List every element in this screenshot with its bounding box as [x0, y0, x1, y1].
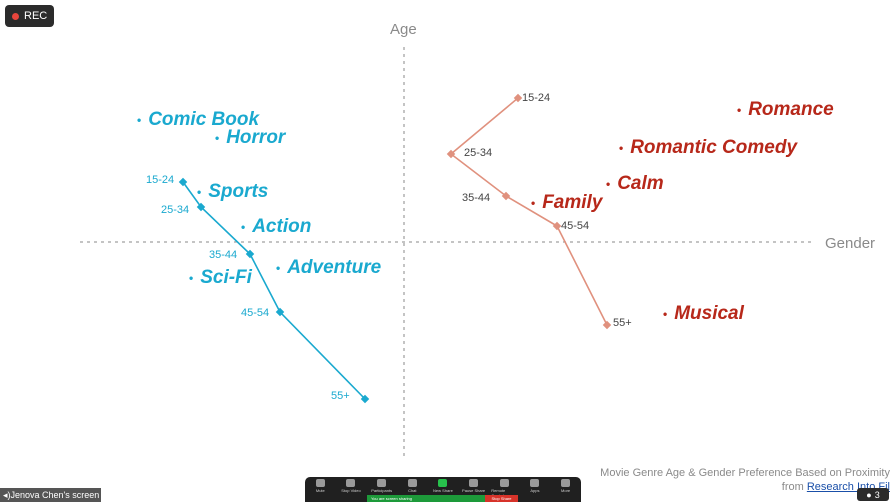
genre-sports: •Sports	[197, 181, 269, 202]
blue-age-point-45-54	[275, 307, 285, 317]
red-age-label-35-44: 35-44	[462, 192, 491, 204]
red-age-point-45-54	[552, 221, 562, 231]
apps-icon	[530, 479, 540, 487]
toolbar-new-share-button[interactable]: New Share	[430, 479, 456, 493]
toolbar-stop-video-button[interactable]: Stop Video	[338, 479, 364, 493]
figure-caption: Movie Genre Age & Gender Preference Base…	[600, 466, 890, 494]
remote-control-icon	[499, 479, 509, 487]
toolbar-chat-button[interactable]: Chat	[399, 479, 425, 493]
blue-age-label-35-44: 35-44	[209, 249, 238, 261]
share-screen-icon	[438, 479, 448, 487]
red-age-label-55-plus: 55+	[613, 317, 632, 329]
speaker-icon: ◂)	[3, 489, 11, 500]
screen-sharing-status: You are screen sharing	[367, 495, 485, 502]
record-dot-icon	[12, 12, 19, 20]
red-age-label-45-54: 45-54	[561, 220, 590, 232]
blue-age-point-25-34	[196, 202, 206, 212]
genre-calm: •Calm	[606, 173, 664, 194]
caption-from: from	[781, 481, 804, 493]
participants-count-badge[interactable]: ●3	[857, 488, 889, 501]
x-axis-label: Gender	[825, 235, 876, 252]
red-age-point-35-44	[501, 191, 511, 201]
blue-age-point-35-44	[245, 249, 255, 259]
red-age-point-55-plus	[602, 320, 612, 330]
pause-icon	[469, 479, 479, 487]
video-camera-icon	[346, 479, 356, 487]
toolbar-apps-button[interactable]: Apps	[522, 479, 548, 493]
stop-share-button[interactable]: Stop Share	[485, 495, 518, 502]
genre-sci-fi: •Sci-Fi	[189, 267, 252, 288]
genre-romantic-comedy: •Romantic Comedy	[619, 137, 798, 158]
people-icon: ●	[866, 489, 872, 500]
caption-title: Movie Genre Age & Gender Preference Base…	[600, 467, 890, 479]
recording-label: REC	[24, 10, 48, 22]
genre-family: •Family	[531, 192, 603, 213]
genre-romance: •Romance	[737, 99, 834, 120]
blue-age-point-55-plus	[360, 394, 370, 404]
participants-icon	[377, 479, 387, 487]
genre-horror: •Horror	[215, 127, 286, 148]
blue-age-label-55-plus: 55+	[331, 390, 350, 402]
toolbar-mute-button[interactable]: Mute	[307, 479, 333, 493]
genre-adventure: •Adventure	[276, 257, 382, 278]
blue-age-label-15-24: 15-24	[146, 174, 175, 186]
blue-age-label-45-54: 45-54	[241, 307, 270, 319]
recording-indicator[interactable]: REC	[5, 5, 54, 27]
genre-action: •Action	[241, 216, 312, 237]
red-age-label-15-24: 15-24	[522, 92, 551, 104]
more-icon	[561, 479, 571, 487]
blue-age-point-15-24	[178, 177, 188, 187]
microphone-icon	[315, 479, 325, 487]
blue-age-label-25-34: 25-34	[161, 204, 190, 216]
genre-musical: •Musical	[663, 303, 744, 324]
shared-screen-owner: ◂)Jenova Chen's screen	[0, 488, 101, 502]
toolbar-pause-share-button[interactable]: Pause Share	[461, 479, 487, 493]
toolbar-participants-button[interactable]: Participants	[369, 479, 395, 493]
toolbar-more-button[interactable]: More	[553, 479, 579, 493]
chat-icon	[407, 479, 417, 487]
genre-comic-book: •Comic Book	[137, 109, 260, 130]
red-age-label-25-34: 25-34	[464, 147, 493, 159]
red-age-point-25-34	[446, 149, 456, 159]
y-axis-label: Age	[390, 21, 417, 38]
blue-age-trajectory-line	[182, 181, 366, 400]
